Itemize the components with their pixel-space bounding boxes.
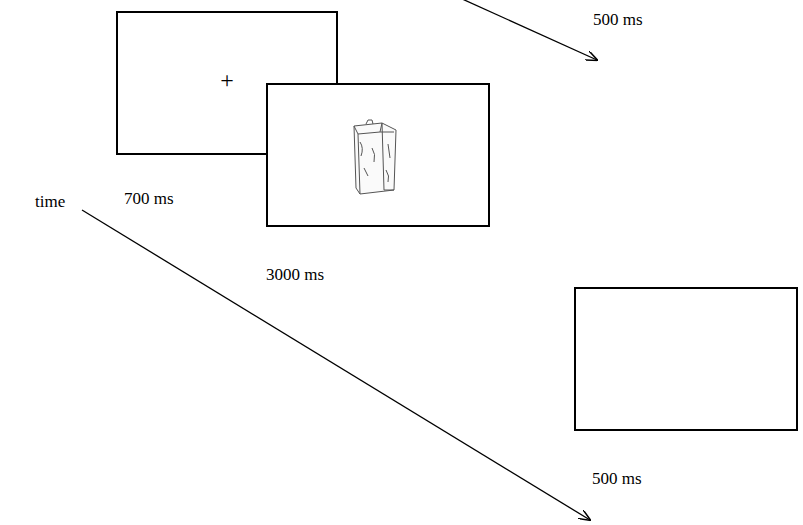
picture-frame: 3000 ms xyxy=(266,83,490,227)
time-arrow-top xyxy=(460,0,597,60)
duration-label: 3000 ms xyxy=(266,265,324,285)
duration-label: 700 ms xyxy=(124,189,174,209)
bag-picture xyxy=(346,118,406,198)
time-arrow xyxy=(82,210,590,520)
time-label: time xyxy=(35,192,65,212)
duration-label: 500 ms xyxy=(593,10,643,30)
duration-label: 500 ms xyxy=(592,469,642,489)
blank-frame: 500 ms xyxy=(574,287,798,431)
